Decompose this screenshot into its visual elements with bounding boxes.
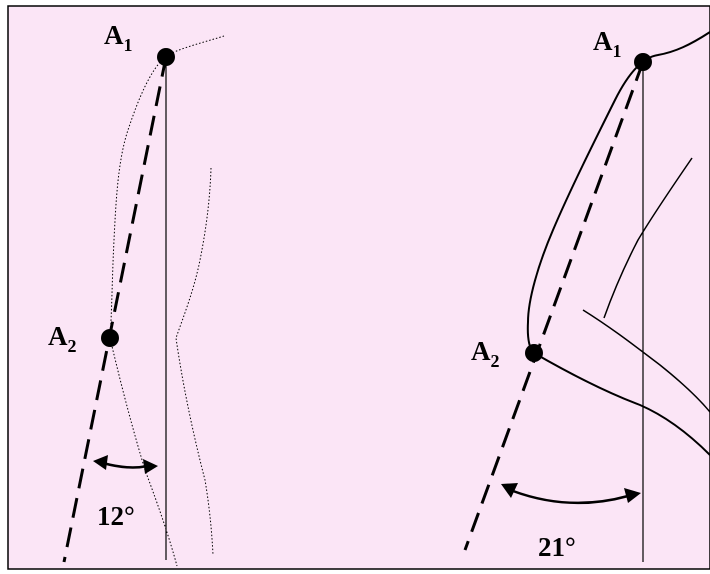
right-label-a1: A1 — [593, 26, 622, 61]
left-point-a2 — [101, 329, 119, 347]
left-point-a1 — [157, 48, 175, 66]
right-body-outline — [526, 31, 710, 354]
right-back-line — [603, 157, 693, 319]
right-arm-outline — [533, 352, 710, 456]
right-angle-arc — [512, 489, 629, 505]
left-label-a1: A1 — [104, 20, 133, 55]
right-label-a1-subscript: 1 — [613, 41, 622, 61]
left-angle-label: 12° — [97, 501, 135, 531]
right-point-a2 — [525, 344, 543, 362]
right-figure: A1 A2 21° — [463, 26, 710, 562]
left-angle-arrowhead-left — [93, 455, 108, 470]
right-angle-arrowhead-left — [501, 483, 518, 498]
panel-background — [7, 5, 710, 570]
right-forearm-line — [582, 309, 710, 413]
right-angle-label: 21° — [538, 532, 576, 562]
right-label-a2: A2 — [471, 336, 500, 371]
left-label-a1-subscript: 1 — [124, 35, 133, 55]
left-figure: A1 A2 12° — [48, 20, 225, 567]
right-point-a1 — [634, 53, 652, 71]
right-label-a2-subscript: 2 — [491, 351, 500, 371]
right-dashed-alignment-line — [463, 61, 645, 551]
left-label-a2: A2 — [48, 321, 77, 356]
left-dashed-alignment-line — [62, 56, 168, 563]
left-angle-arrowhead-right — [143, 459, 158, 474]
left-label-a2-subscript: 2 — [68, 336, 77, 356]
right-angle-arrowhead-right — [624, 488, 641, 503]
